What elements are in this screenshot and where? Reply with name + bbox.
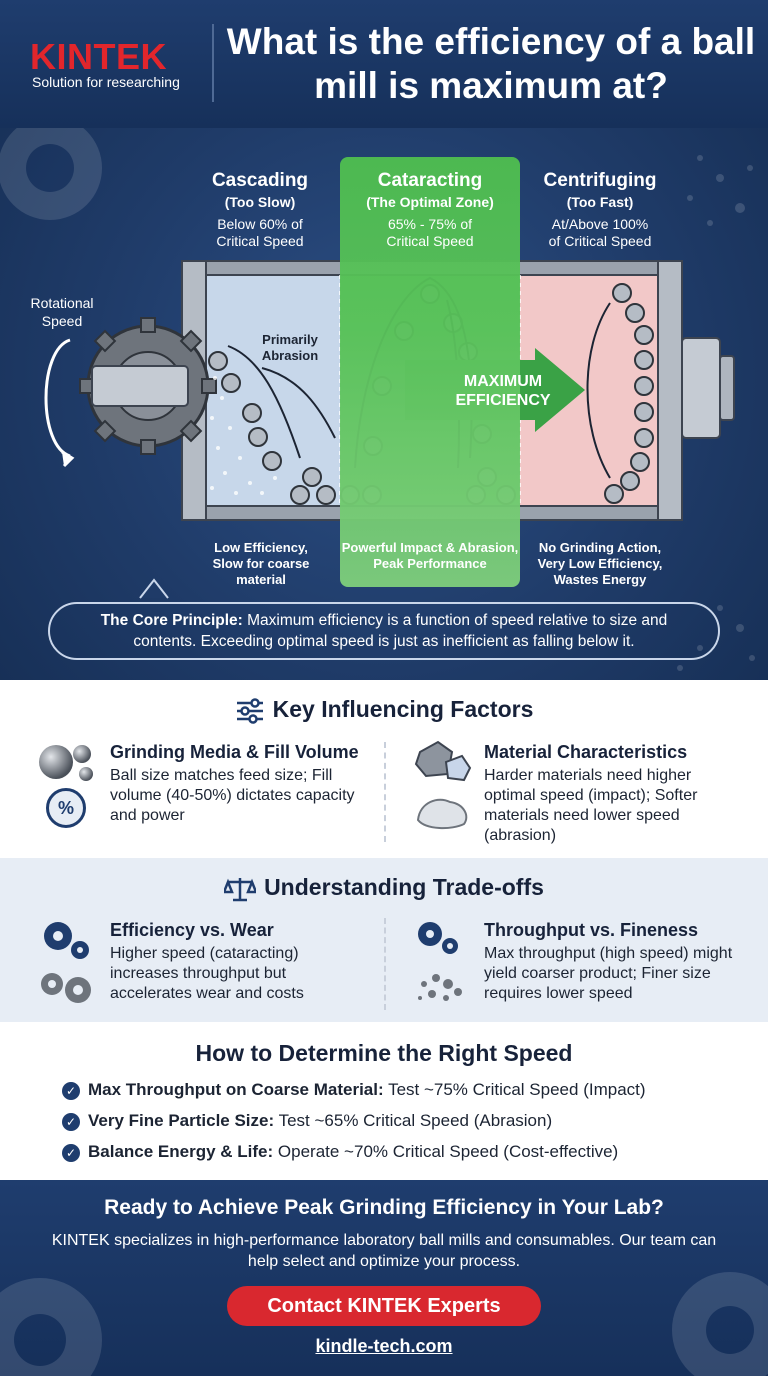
cta-text: KINTEK specializes in high-performance l… (51, 1232, 717, 1270)
speed-item: ✓ Very Fine Particle Size: Test ~65% Crit… (62, 1111, 552, 1131)
zone-result: No Grinding Action, Very Low Efficiency,… (537, 540, 663, 587)
brand-logo[interactable]: KINTEK (30, 36, 167, 77)
zone-title: Cascading (211, 170, 309, 191)
background-gear-icon (0, 1272, 768, 1376)
zone-subtitle: (Too Fast) (566, 194, 634, 210)
zone-condition: At/Above 100% of Critical Speed (548, 216, 652, 249)
section-title-text: Understanding Trade-offs (264, 874, 544, 900)
header: KINTEK Solution for researching What is … (0, 0, 768, 128)
check-icon: ✓ (62, 1081, 80, 1100)
drive-gear-icon (79, 317, 217, 455)
column-divider (384, 742, 386, 842)
section-title: Key Influencing Factors (0, 696, 768, 724)
section-title-text: Key Influencing Factors (272, 696, 534, 722)
determine-speed-section: How to Determine the Right Speed ✓ Max Th… (0, 1022, 768, 1180)
factor-text: Harder materials need higher optimal spe… (484, 767, 698, 844)
background-gear-icon (0, 128, 102, 220)
optimal-zone-highlight (340, 157, 520, 587)
abrasion-label: Primarily Abrasion (261, 332, 319, 363)
cta-title: Ready to Achieve Peak Grinding Efficienc… (104, 1196, 664, 1219)
gears-wear-icon (41, 922, 91, 1003)
sliders-icon (236, 698, 263, 724)
zone-result: Low Efficiency, Slow for coarse material (212, 540, 310, 587)
cascading-balls (208, 351, 336, 505)
zone-cataracting: Cataracting (The Optimal Zone) 65% - 75%… (340, 170, 520, 250)
check-icon: ✓ (62, 1143, 80, 1162)
factor-text: Ball size matches feed size; Fill volume… (110, 767, 355, 824)
throughput-fineness-icon (418, 922, 462, 1001)
tradeoff-title: Efficiency vs. Wear (110, 920, 274, 940)
core-principle: The Core Principle: Maximum efficiency i… (48, 602, 720, 660)
ball-mill-illustration: Cascading (Too Slow) Below 60% of Critic… (0, 128, 768, 680)
key-factors-section: Key Influencing Factors % Grinding Media… (0, 680, 768, 858)
speed-item-text: Test ~65% Critical Speed (Abrasion) (278, 1111, 553, 1130)
zone-condition: Below 60% of Critical Speed (216, 216, 304, 249)
balance-scale-icon (224, 877, 257, 902)
powder-particles (210, 376, 277, 495)
material-rocks-icon (414, 740, 472, 830)
centrifuge-path (586, 302, 611, 479)
zone-subtitle: (The Optimal Zone) (366, 194, 494, 210)
zone-centrifuging: Centrifuging (Too Fast) At/Above 100% of… (510, 170, 690, 250)
zone-title: Centrifuging (543, 170, 657, 191)
zone-cascading: Cascading (Too Slow) Below 60% of Critic… (170, 170, 350, 250)
drum-right-cap (657, 260, 683, 521)
brand-tagline: Solution for researching (32, 74, 180, 90)
cta-section: Ready to Achieve Peak Grinding Efficienc… (0, 1180, 768, 1376)
page-title: What is the efficiency of a ball mill is… (226, 21, 756, 106)
speed-item-text: Operate ~70% Critical Speed (Cost-effect… (277, 1142, 619, 1161)
factor-title: Grinding Media & Fill Volume (110, 742, 359, 762)
right-shaft (681, 337, 721, 439)
zone-title: Cataracting (377, 170, 483, 191)
header-divider (212, 24, 214, 102)
tradeoffs-section: Understanding Trade-offs Efficiency vs. … (0, 858, 768, 1022)
cascade-path (227, 345, 301, 459)
principle-text: Maximum efficiency is a function of spee… (133, 612, 668, 650)
column-divider (384, 918, 386, 1010)
speed-item: ✓ Balance Energy & Life: Operate ~70% Cri… (62, 1142, 618, 1162)
tradeoff-title: Throughput vs. Fineness (484, 920, 699, 940)
tradeoff-text: Max throughput (high speed) might yield … (484, 945, 733, 1002)
contact-button[interactable]: Contact KINTEK Experts (227, 1286, 541, 1326)
speed-item-text: Test ~75% Critical Speed (Impact) (388, 1080, 646, 1099)
zone-subtitle: (Too Slow) (224, 194, 296, 210)
speed-item: ✓ Max Throughput on Coarse Material: Test… (62, 1080, 646, 1100)
rotation-arrow-icon (44, 338, 75, 468)
speed-item-label: Max Throughput on Coarse Material: (88, 1080, 384, 1099)
centrifuging-balls (604, 283, 654, 504)
grinding-balls-icon (39, 745, 93, 781)
principle-label: The Core Principle: (100, 612, 243, 629)
zone-condition: 65% - 75% of Critical Speed (386, 216, 474, 249)
speed-item-label: Balance Energy & Life: (88, 1142, 274, 1161)
section-title: How to Determine the Right Speed (195, 1040, 573, 1066)
speed-item-label: Very Fine Particle Size: (88, 1111, 275, 1130)
check-icon: ✓ (62, 1112, 80, 1131)
factor-title: Material Characteristics (484, 742, 688, 762)
zone-result: Powerful Impact & Abrasion, Peak Perform… (341, 540, 519, 571)
percent-icon: % (46, 788, 86, 828)
section-title: Understanding Trade-offs (0, 874, 768, 903)
rotational-speed-label: Rotational Speed (30, 295, 94, 329)
website-link[interactable]: kindle-tech.com (315, 1336, 453, 1356)
tradeoff-text: Higher speed (cataracting) increases thr… (110, 945, 304, 1002)
max-efficiency-label: MAXIMUM EFFICIENCY (455, 373, 551, 409)
